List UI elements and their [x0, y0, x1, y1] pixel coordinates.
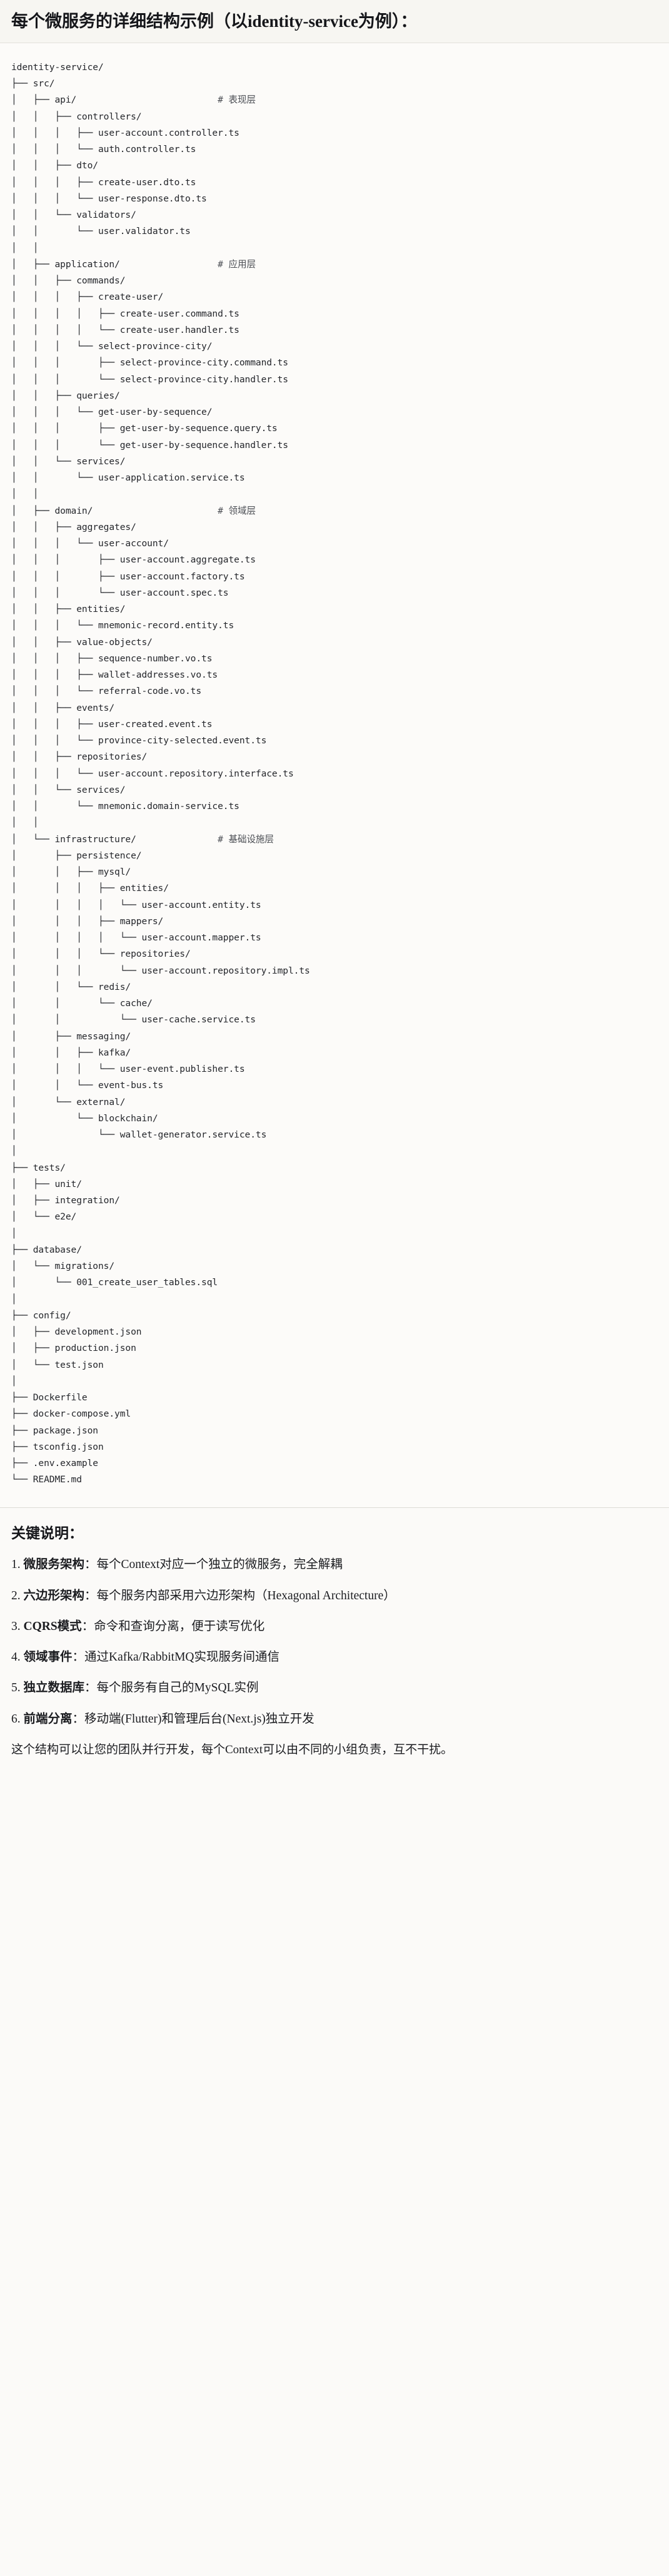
- tree-layer-comment: # 应用层: [218, 258, 256, 270]
- tree-layer-comment: # 领域层: [218, 505, 256, 516]
- note-desc: 通过Kafka/RabbitMQ实现服务间通信: [84, 1651, 280, 1664]
- note-desc: 每个服务内部采用六边形架构（Hexagonal Architecture）: [96, 1589, 396, 1602]
- note-term: 六边形架构: [23, 1589, 85, 1602]
- note-term: 前端分离: [23, 1712, 73, 1726]
- note-separator: ：: [84, 1589, 97, 1602]
- note-separator: ：: [72, 1712, 85, 1726]
- list-item: 1. 微服务架构：每个Context对应一个独立的微服务，完全解耦: [11, 1556, 658, 1574]
- header-band: 每个微服务的详细结构示例（以identity-service为例）：: [0, 0, 669, 43]
- note-desc: 移动端(Flutter)和管理后台(Next.js)独立开发: [84, 1712, 314, 1726]
- note-term: 独立数据库: [23, 1681, 85, 1695]
- note-separator: ：: [72, 1651, 85, 1664]
- note-number: 4.: [11, 1651, 21, 1664]
- note-desc: 每个服务有自己的MySQL实例: [96, 1681, 259, 1695]
- note-number: 3.: [11, 1619, 21, 1633]
- directory-tree-block: identity-service/ ├── src/ │ ├── api/ # …: [0, 43, 669, 1508]
- directory-tree: identity-service/ ├── src/ │ ├── api/ # …: [11, 61, 310, 1485]
- note-number: 6.: [11, 1712, 21, 1726]
- tree-layer-comment: # 基础设施层: [218, 833, 274, 845]
- note-desc: 命令和查询分离，便于读写优化: [94, 1619, 265, 1633]
- closing-paragraph: 这个结构可以让您的团队并行开发，每个Context可以由不同的小组负责，互不干扰…: [11, 1743, 453, 1756]
- note-desc: 每个Context对应一个独立的微服务，完全解耦: [96, 1558, 343, 1572]
- note-number: 1.: [11, 1558, 21, 1572]
- page-title: 每个微服务的详细结构示例（以identity-service为例）：: [11, 12, 418, 31]
- key-notes-block: 关键说明： 1. 微服务架构：每个Context对应一个独立的微服务，完全解耦 …: [0, 1507, 669, 1776]
- note-term: CQRS模式: [23, 1619, 82, 1633]
- list-item: 4. 领域事件：通过Kafka/RabbitMQ实现服务间通信: [11, 1649, 658, 1666]
- note-term: 微服务架构: [23, 1558, 85, 1572]
- list-item: 3. CQRS模式：命令和查询分离，便于读写优化: [11, 1618, 658, 1636]
- page-root: 每个微服务的详细结构示例（以identity-service为例）： ident…: [0, 0, 669, 1776]
- list-item: 5. 独立数据库：每个服务有自己的MySQL实例: [11, 1679, 658, 1697]
- key-notes-title: 关键说明：: [11, 1525, 83, 1541]
- tree-layer-comment: # 表现层: [218, 94, 256, 106]
- list-item: 6. 前端分离：移动端(Flutter)和管理后台(Next.js)独立开发: [11, 1711, 658, 1728]
- note-separator: ：: [84, 1558, 97, 1572]
- note-number: 5.: [11, 1681, 21, 1695]
- note-separator: ：: [84, 1681, 97, 1695]
- note-number: 2.: [11, 1589, 21, 1602]
- key-notes-list: 1. 微服务架构：每个Context对应一个独立的微服务，完全解耦 2. 六边形…: [11, 1556, 658, 1728]
- note-term: 领域事件: [23, 1651, 73, 1664]
- list-item: 2. 六边形架构：每个服务内部采用六边形架构（Hexagonal Archite…: [11, 1587, 658, 1605]
- note-separator: ：: [81, 1619, 94, 1633]
